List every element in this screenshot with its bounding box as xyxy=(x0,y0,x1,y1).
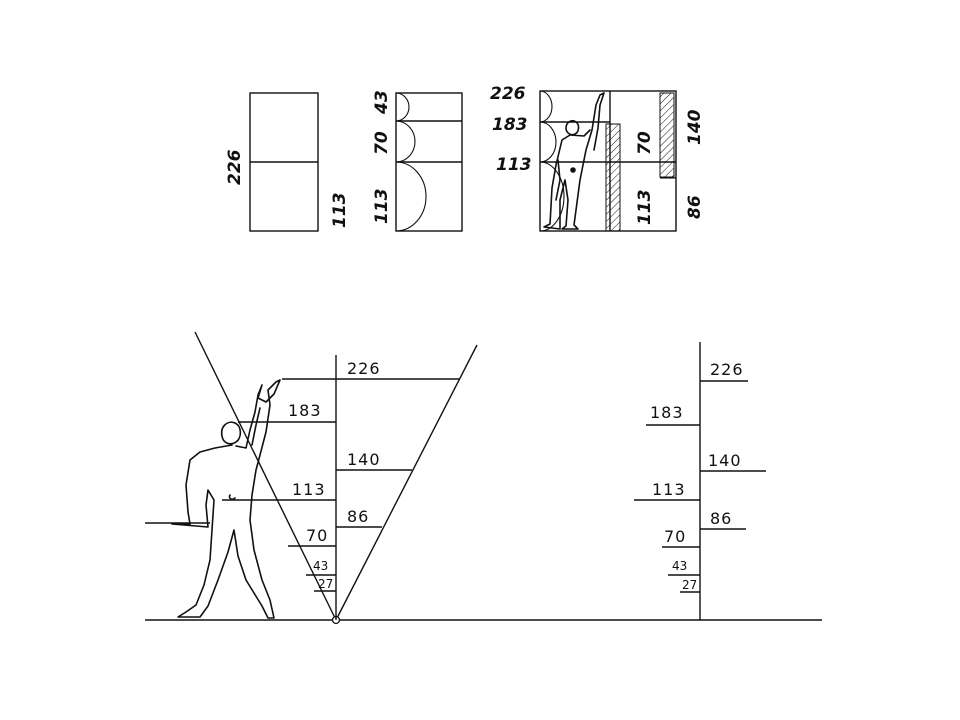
panel-3-arc-mid xyxy=(539,121,557,163)
panel-2-label-70: 70 xyxy=(372,131,392,155)
right-label-27: 27 xyxy=(682,578,697,592)
panel-3-hatch-140 xyxy=(659,92,675,178)
top-panel-3: 226 183 113 70 113 140 86 xyxy=(490,84,705,232)
panel-3-label-183: 183 xyxy=(492,115,528,135)
right-label-140: 140 xyxy=(708,451,742,470)
panel-2-arc-large xyxy=(395,161,427,232)
scale-label-113: 113 xyxy=(292,480,326,499)
right-label-86: 86 xyxy=(710,509,732,528)
panel-2-arc-mid xyxy=(395,120,416,163)
panel-2-arc-small xyxy=(395,92,410,122)
panel-3-arc-top xyxy=(539,90,553,123)
panel-1-label-226: 226 xyxy=(225,149,245,185)
panel-3-hatch-70 xyxy=(605,123,621,232)
scale-label-140: 140 xyxy=(347,450,381,469)
panel-3-label-113: 113 xyxy=(496,155,532,175)
top-panel-2: 43 70 113 xyxy=(372,90,463,232)
top-panel-1: 226 113 xyxy=(225,92,350,232)
scale-label-183: 183 xyxy=(288,401,322,420)
panel-3-label-86: 86 xyxy=(685,195,705,219)
scale-label-27: 27 xyxy=(318,577,333,591)
panel-1-label-113: 113 xyxy=(330,193,350,229)
right-label-70: 70 xyxy=(664,527,686,546)
panel-3-label-140: 140 xyxy=(685,109,705,145)
v-line-left xyxy=(194,331,337,621)
panel-3-label-70: 70 xyxy=(635,131,655,155)
panel-2-label-113: 113 xyxy=(372,189,392,225)
scale-label-226: 226 xyxy=(347,359,381,378)
right-label-183: 183 xyxy=(650,403,684,422)
right-label-226: 226 xyxy=(710,360,744,379)
right-label-43: 43 xyxy=(672,559,687,573)
v-line-right xyxy=(335,344,478,621)
right-label-113: 113 xyxy=(652,480,686,499)
right-modulor-scale: 226 183 140 113 86 70 43 27 xyxy=(634,342,766,620)
scale-label-70: 70 xyxy=(306,526,328,545)
scale-label-43: 43 xyxy=(313,559,328,573)
modulor-figure-icon xyxy=(171,379,281,619)
scale-label-86: 86 xyxy=(347,507,369,526)
panel-3-label-113b: 113 xyxy=(635,190,655,226)
panel-3-label-226: 226 xyxy=(490,84,526,104)
main-modulor-scale: 226 183 140 113 86 70 43 27 xyxy=(145,331,822,625)
panel-2-label-43: 43 xyxy=(372,90,392,115)
modulor-figure-icon xyxy=(543,92,605,230)
